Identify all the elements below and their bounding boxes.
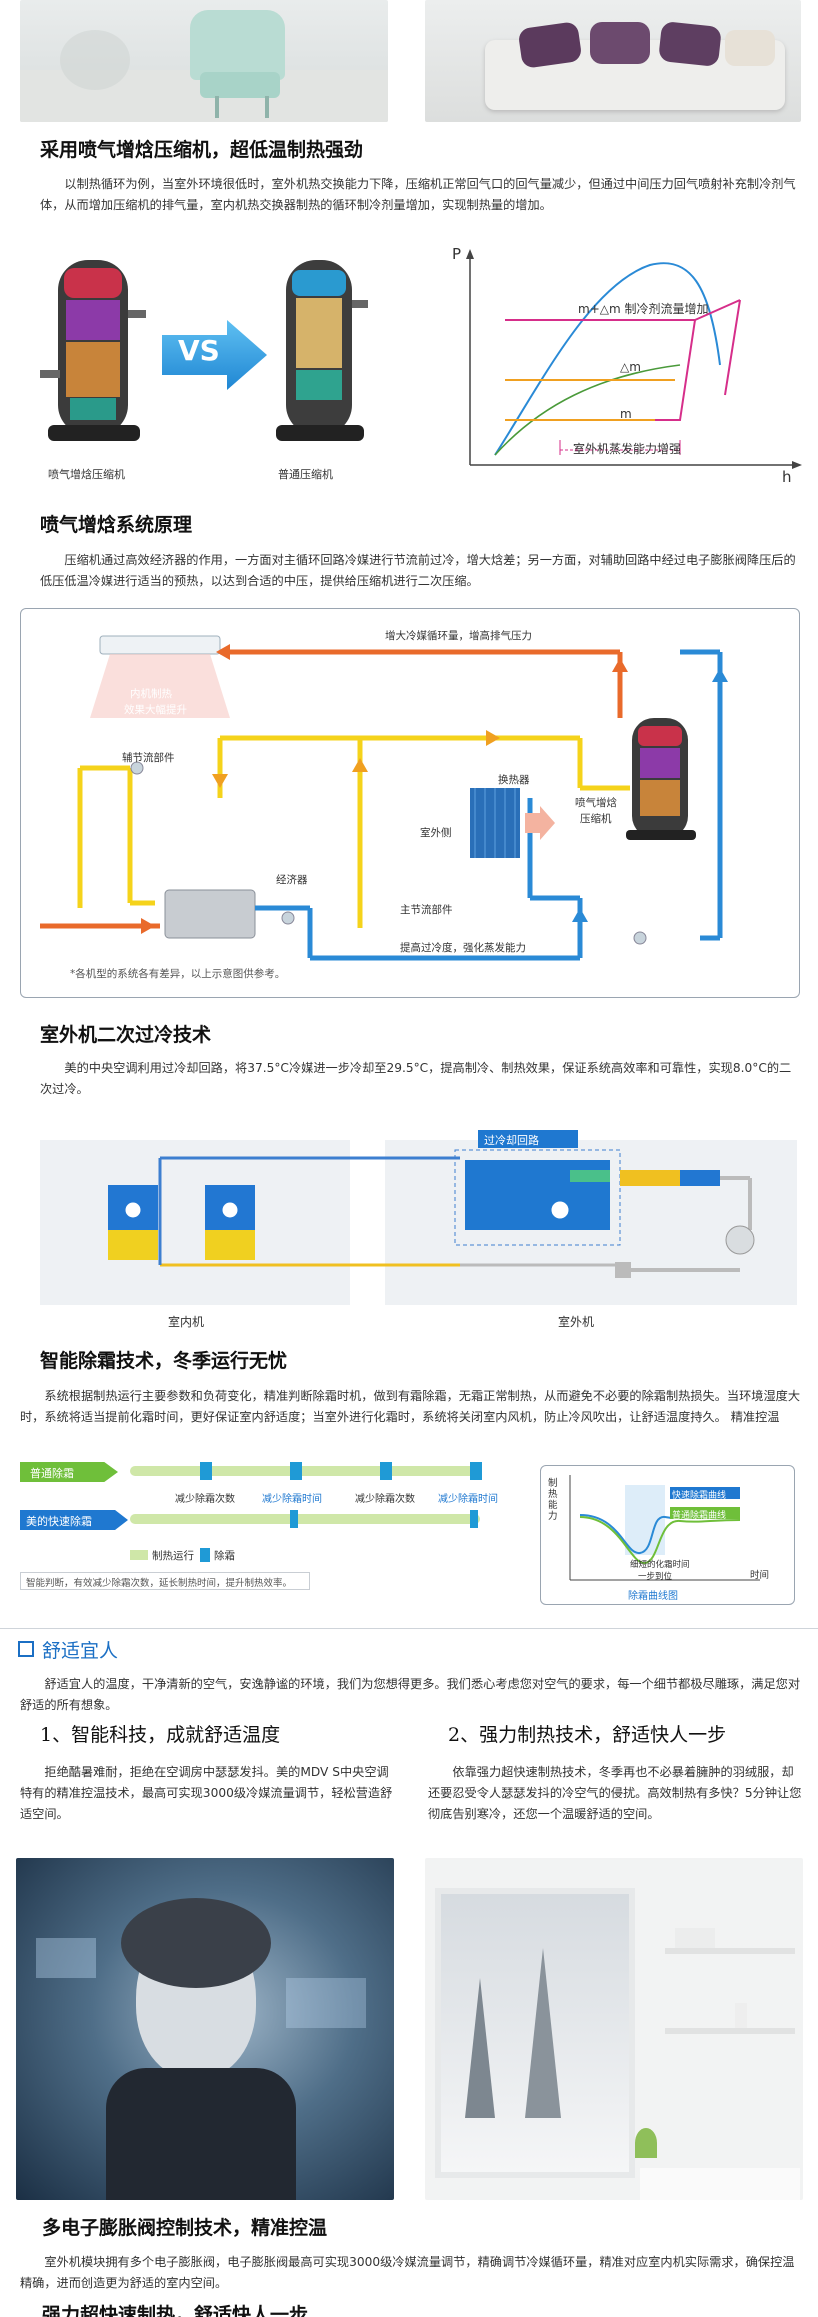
system-diagram-box (20, 608, 800, 998)
diagram-label-econ: 经济器 (276, 874, 308, 886)
diagram-label-top: 增大冷媒循环量，增高排气压力 (385, 630, 532, 642)
ph-axis-h: h (782, 468, 792, 486)
legend-defrost: 除霜 (214, 1550, 235, 1562)
ph-diagram (466, 249, 802, 469)
normal-defrost-tag (20, 1462, 118, 1482)
diagram-label-indoor: 内机制热 (130, 688, 172, 700)
normal-compressor-caption: 普通压缩机 (278, 468, 333, 481)
diagram-label-bottom: 提高过冷度，强化蒸发能力 (400, 942, 526, 954)
section5-header: 舒适宜人 (42, 1640, 119, 1662)
subcooling-diagram (108, 1130, 755, 1278)
section6-body: 室外机模块拥有多个电子膨胀阀，电子膨胀阀最高可实现3000级冷媒流量调节，精确调… (20, 2255, 795, 2290)
less-count-label-2: 减少除霜次数 (355, 1494, 415, 1505)
defrost-timeline (130, 1462, 482, 1562)
ph-label-top: m+△m 制冷剂流量增加 (578, 302, 709, 316)
fast-curve-legend: 快速除霜曲线 (672, 1491, 727, 1501)
diagram-label-aux: 辅节流部件 (122, 752, 175, 764)
tech-woman-photo (16, 1858, 394, 2200)
fast-defrost-tag (20, 1510, 128, 1530)
section5-right-body: 依靠强力超快速制热技术，冬季再也不必暴着臃肿的羽绒服，却还要忍受令人瑟瑟发抖的冷… (428, 1765, 802, 1821)
defrost-curve-xlabel: 时间 (750, 1570, 770, 1581)
indoor-units-panel (40, 1140, 350, 1305)
section-divider (0, 1628, 818, 1629)
section1-title: 采用喷气增焓压缩机，超低温制热强劲 (40, 139, 364, 161)
section5-body: 舒适宜人的温度，干净清新的空气，安逸静谧的环境，我们为您想得更多。我们悉心考虑您… (20, 1677, 801, 1712)
section2-body: 压缩机通过高效经济器的作用，一方面对主循环回路冷媒进行节流前过冷，增大焓差；另一… (40, 553, 796, 588)
outdoor-unit-caption: 室外机 (558, 1315, 595, 1329)
defrost-curve-chart (569, 1475, 760, 1581)
less-count-label-1: 减少除霜次数 (175, 1494, 235, 1505)
less-time-label-2: 减少除霜时间 (438, 1494, 498, 1505)
vs-arrow-icon (162, 320, 267, 390)
section3-title: 室外机二次过冷技术 (40, 1024, 212, 1046)
diagram-label-comp1: 喷气增焓 (575, 797, 617, 809)
jet-enthalpy-compressor-caption: 喷气增焓压缩机 (48, 468, 125, 481)
snow-window-room-photo (425, 1858, 803, 2200)
ph-label-mid: △m (620, 360, 641, 374)
section5-right-title: 2、强力制热技术，舒适快人一步 (448, 1724, 727, 1746)
diagram-note: *各机型的系统各有差异，以上示意图供参考。 (70, 968, 286, 980)
diagram-label-comp2: 压缩机 (580, 813, 612, 825)
section3-body: 美的中央空调利用过冷却回路，将37.5°C冷媒进一步冷却至29.5°C，提高制冷… (40, 1061, 792, 1096)
defrost-note (20, 1572, 310, 1590)
living-room-photo-right (425, 0, 801, 122)
ph-label-bottom: 室外机蒸发能力增强 (573, 442, 682, 456)
normal-defrost-label: 普通除霜 (30, 1467, 74, 1480)
diagram-label-outside: 室外侧 (420, 827, 452, 839)
section5-left-body: 拒绝酷暑难耐，拒绝在空调房中瑟瑟发抖。美的MDV S中央空调特有的精准控温技术，… (20, 1765, 393, 1821)
section1-body: 以制热循环为例，当室外环境很低时，室外机热交换能力下降，压缩机正常回气口的回气量… (40, 177, 796, 212)
diagram-label-main: 主节流部件 (400, 904, 453, 916)
defrost-curve-ylabel: 制热能力 (548, 1478, 558, 1522)
section2-title: 喷气增焓系统原理 (40, 514, 193, 536)
diagram-label-hx: 换热器 (498, 774, 530, 786)
ph-axis-p: P (452, 245, 462, 263)
living-room-photo-left (20, 0, 388, 122)
section4-title: 智能除霜技术，冬季运行无忧 (40, 1350, 288, 1372)
normal-compressor-image (276, 260, 368, 441)
jet-enthalpy-compressor-image (40, 260, 146, 441)
legend-heating: 制热运行 (152, 1550, 194, 1562)
defrost-curve-sub: 细短的化霜时间 (630, 1560, 690, 1570)
section6-title: 多电子膨胀阀控制技术，精准控温 (42, 2217, 328, 2239)
ph-label-low: m (620, 407, 632, 421)
less-time-label-1: 减少除霜时间 (262, 1494, 322, 1505)
checkbox-icon (18, 1641, 34, 1657)
defrost-curve-caption: 除霜曲线图 (628, 1591, 678, 1602)
section6-next-title: 强力超快速制热，舒适快人一步 (42, 2304, 309, 2317)
section4-body: 系统根据制热运行主要参数和负荷变化，精准判断除霜时机，做到有霜除霜，无霜正常制热… (20, 1389, 801, 1424)
defrost-curve-box (540, 1465, 795, 1605)
subcooling-loop-label: 过冷却回路 (484, 1134, 539, 1147)
system-diagram (40, 635, 728, 961)
fast-defrost-label: 美的快速除霜 (26, 1515, 92, 1528)
indoor-unit-caption: 室内机 (168, 1315, 205, 1329)
defrost-note-text: 智能判断，有效减少除霜次数，延长制热时间，提升制热效率。 (26, 1578, 293, 1589)
vs-label: VS (178, 334, 220, 367)
section5-left-title: 1、智能科技，成就舒适温度 (40, 1724, 281, 1746)
diagram-label-indoor2: 效果大幅提升 (124, 704, 187, 716)
defrost-curve-sub2: 一步到位 (638, 1572, 673, 1582)
normal-curve-legend: 普通除霜曲线 (672, 1511, 727, 1521)
